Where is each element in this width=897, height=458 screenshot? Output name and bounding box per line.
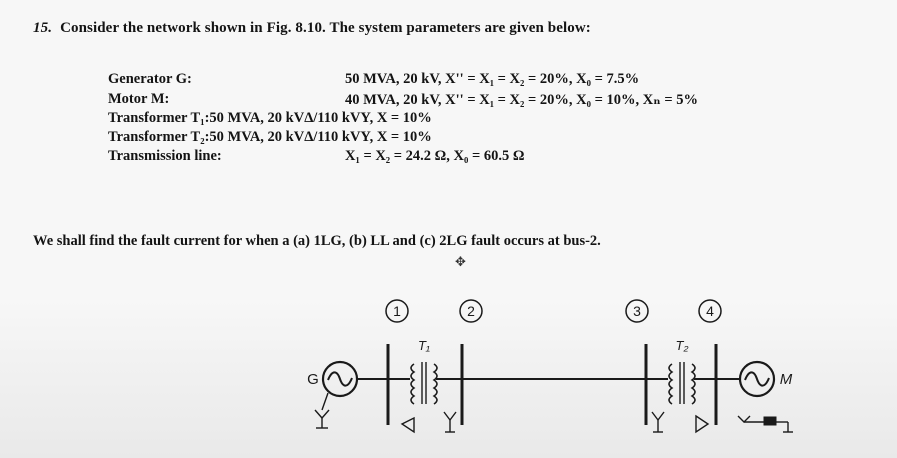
generator-symbol bbox=[314, 360, 388, 429]
param-row-transformer-1: Transformer T₁:50 MVA, 20 kVΔ/110 kVY, X… bbox=[108, 110, 432, 127]
param-row-transformer-2: Transformer T₂:50 MVA, 20 kVΔ/110 kVY, X… bbox=[108, 129, 432, 146]
param-label: Transformer T₂: bbox=[108, 129, 210, 145]
move-cursor-icon: ✥ bbox=[455, 254, 466, 269]
bus-2-marker bbox=[459, 299, 483, 323]
param-label: Motor M: bbox=[108, 91, 170, 107]
bus-2-label: 2 bbox=[467, 303, 475, 319]
problem-text: Consider the network shown in Fig. 8.10.… bbox=[60, 20, 591, 36]
transformer-t1-label: T₁ bbox=[418, 338, 430, 353]
problem-statement: 15. Consider the network shown in Fig. 8.… bbox=[33, 20, 591, 37]
param-row-transmission-line: Transmission line: X₁ = X₂ = 24.2 Ω, X₀ … bbox=[108, 148, 524, 165]
motor-symbol bbox=[716, 360, 793, 433]
bus-3-label: 3 bbox=[633, 303, 641, 319]
bus-3-marker bbox=[625, 299, 649, 323]
param-row-generator: Generator G: 50 MVA, 20 kV, X'' = X₁ = X… bbox=[108, 71, 639, 88]
param-value: 50 MVA, 20 kVΔ/110 kVY, X = 10% bbox=[209, 129, 432, 145]
param-row-motor: Motor M: 40 MVA, 20 kV, X'' = X₁ = X₂ = … bbox=[108, 91, 698, 108]
param-value: 50 MVA, 20 kV, X'' = X₁ = X₂ = 20%, X₀ =… bbox=[345, 71, 640, 87]
question-text: We shall find the fault current for when… bbox=[33, 233, 601, 249]
generator-label: G bbox=[307, 371, 319, 388]
motor-label: M bbox=[780, 371, 793, 388]
param-label: Generator G: bbox=[108, 71, 192, 87]
transformer-t1-symbol bbox=[388, 362, 462, 434]
param-label: Transmission line: bbox=[108, 148, 222, 164]
bus-1-label: 1 bbox=[393, 303, 401, 319]
transformer-t2-label: T₂ bbox=[676, 338, 689, 353]
bus-4-marker bbox=[698, 299, 722, 323]
param-value: 50 MVA, 20 kVΔ/110 kVY, X = 10% bbox=[209, 110, 432, 126]
bus-1-marker bbox=[385, 299, 409, 323]
transformer-t2-symbol bbox=[646, 362, 716, 434]
bus-4-label: 4 bbox=[706, 303, 714, 319]
param-value: X₁ = X₂ = 24.2 Ω, X₀ = 60.5 Ω bbox=[345, 148, 525, 164]
param-value: 40 MVA, 20 kV, X'' = X₁ = X₂ = 20%, X₀ =… bbox=[345, 92, 698, 108]
param-label: Transformer T₁: bbox=[108, 110, 210, 126]
problem-number: 15. bbox=[33, 20, 53, 36]
